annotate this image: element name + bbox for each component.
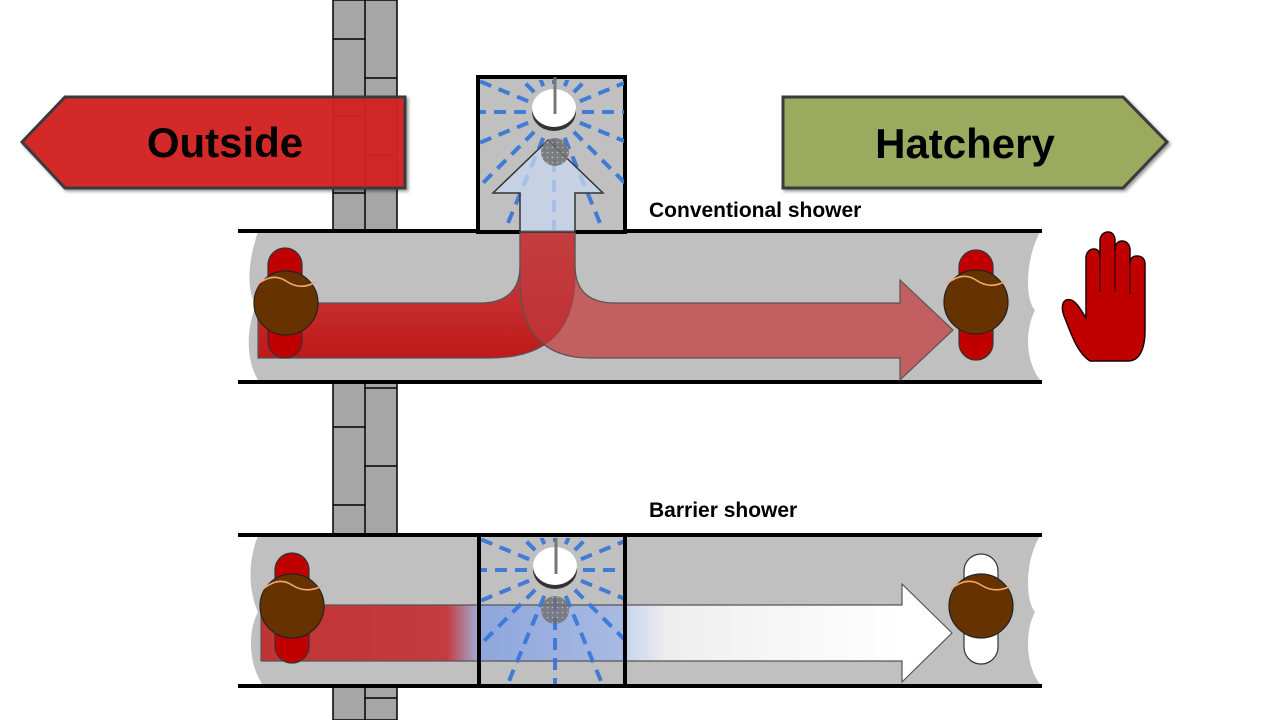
- spray-line: [562, 80, 570, 87]
- person-exit: [943, 249, 1009, 361]
- spray-line: [539, 538, 547, 545]
- spray-line: [563, 538, 571, 545]
- person-entry: [253, 247, 319, 359]
- exit-flow-arrow: [519, 231, 954, 382]
- hatchery-sign-label: Hatchery: [875, 120, 1055, 167]
- person-entry: [259, 552, 325, 664]
- conventional-lane: Conventional shower: [238, 75, 1146, 384]
- spray-line: [538, 80, 546, 87]
- shower-head-icon: [533, 538, 577, 624]
- shower-head-icon: [532, 77, 576, 166]
- stop-hand-icon: [1061, 231, 1146, 362]
- clean-exit-arrow: [625, 582, 953, 684]
- left-arrow-sign-shape: [19, 95, 407, 190]
- hatchery-sign: Hatchery: [781, 95, 1170, 190]
- outside-sign: Outside: [19, 95, 407, 190]
- barrier-shower-booth: [477, 536, 627, 686]
- conventional-shower-label: Conventional shower: [649, 199, 861, 222]
- shower-entry-arrow: [491, 138, 605, 233]
- barrier-shower-label: Barrier shower: [649, 499, 797, 522]
- barrier-lane: Barrier shower: [238, 499, 1042, 688]
- outside-sign-label: Outside: [147, 119, 303, 166]
- right-arrow-sign-shape: [781, 95, 1170, 190]
- person-exit: [948, 553, 1014, 665]
- person-head-icon: [259, 573, 325, 639]
